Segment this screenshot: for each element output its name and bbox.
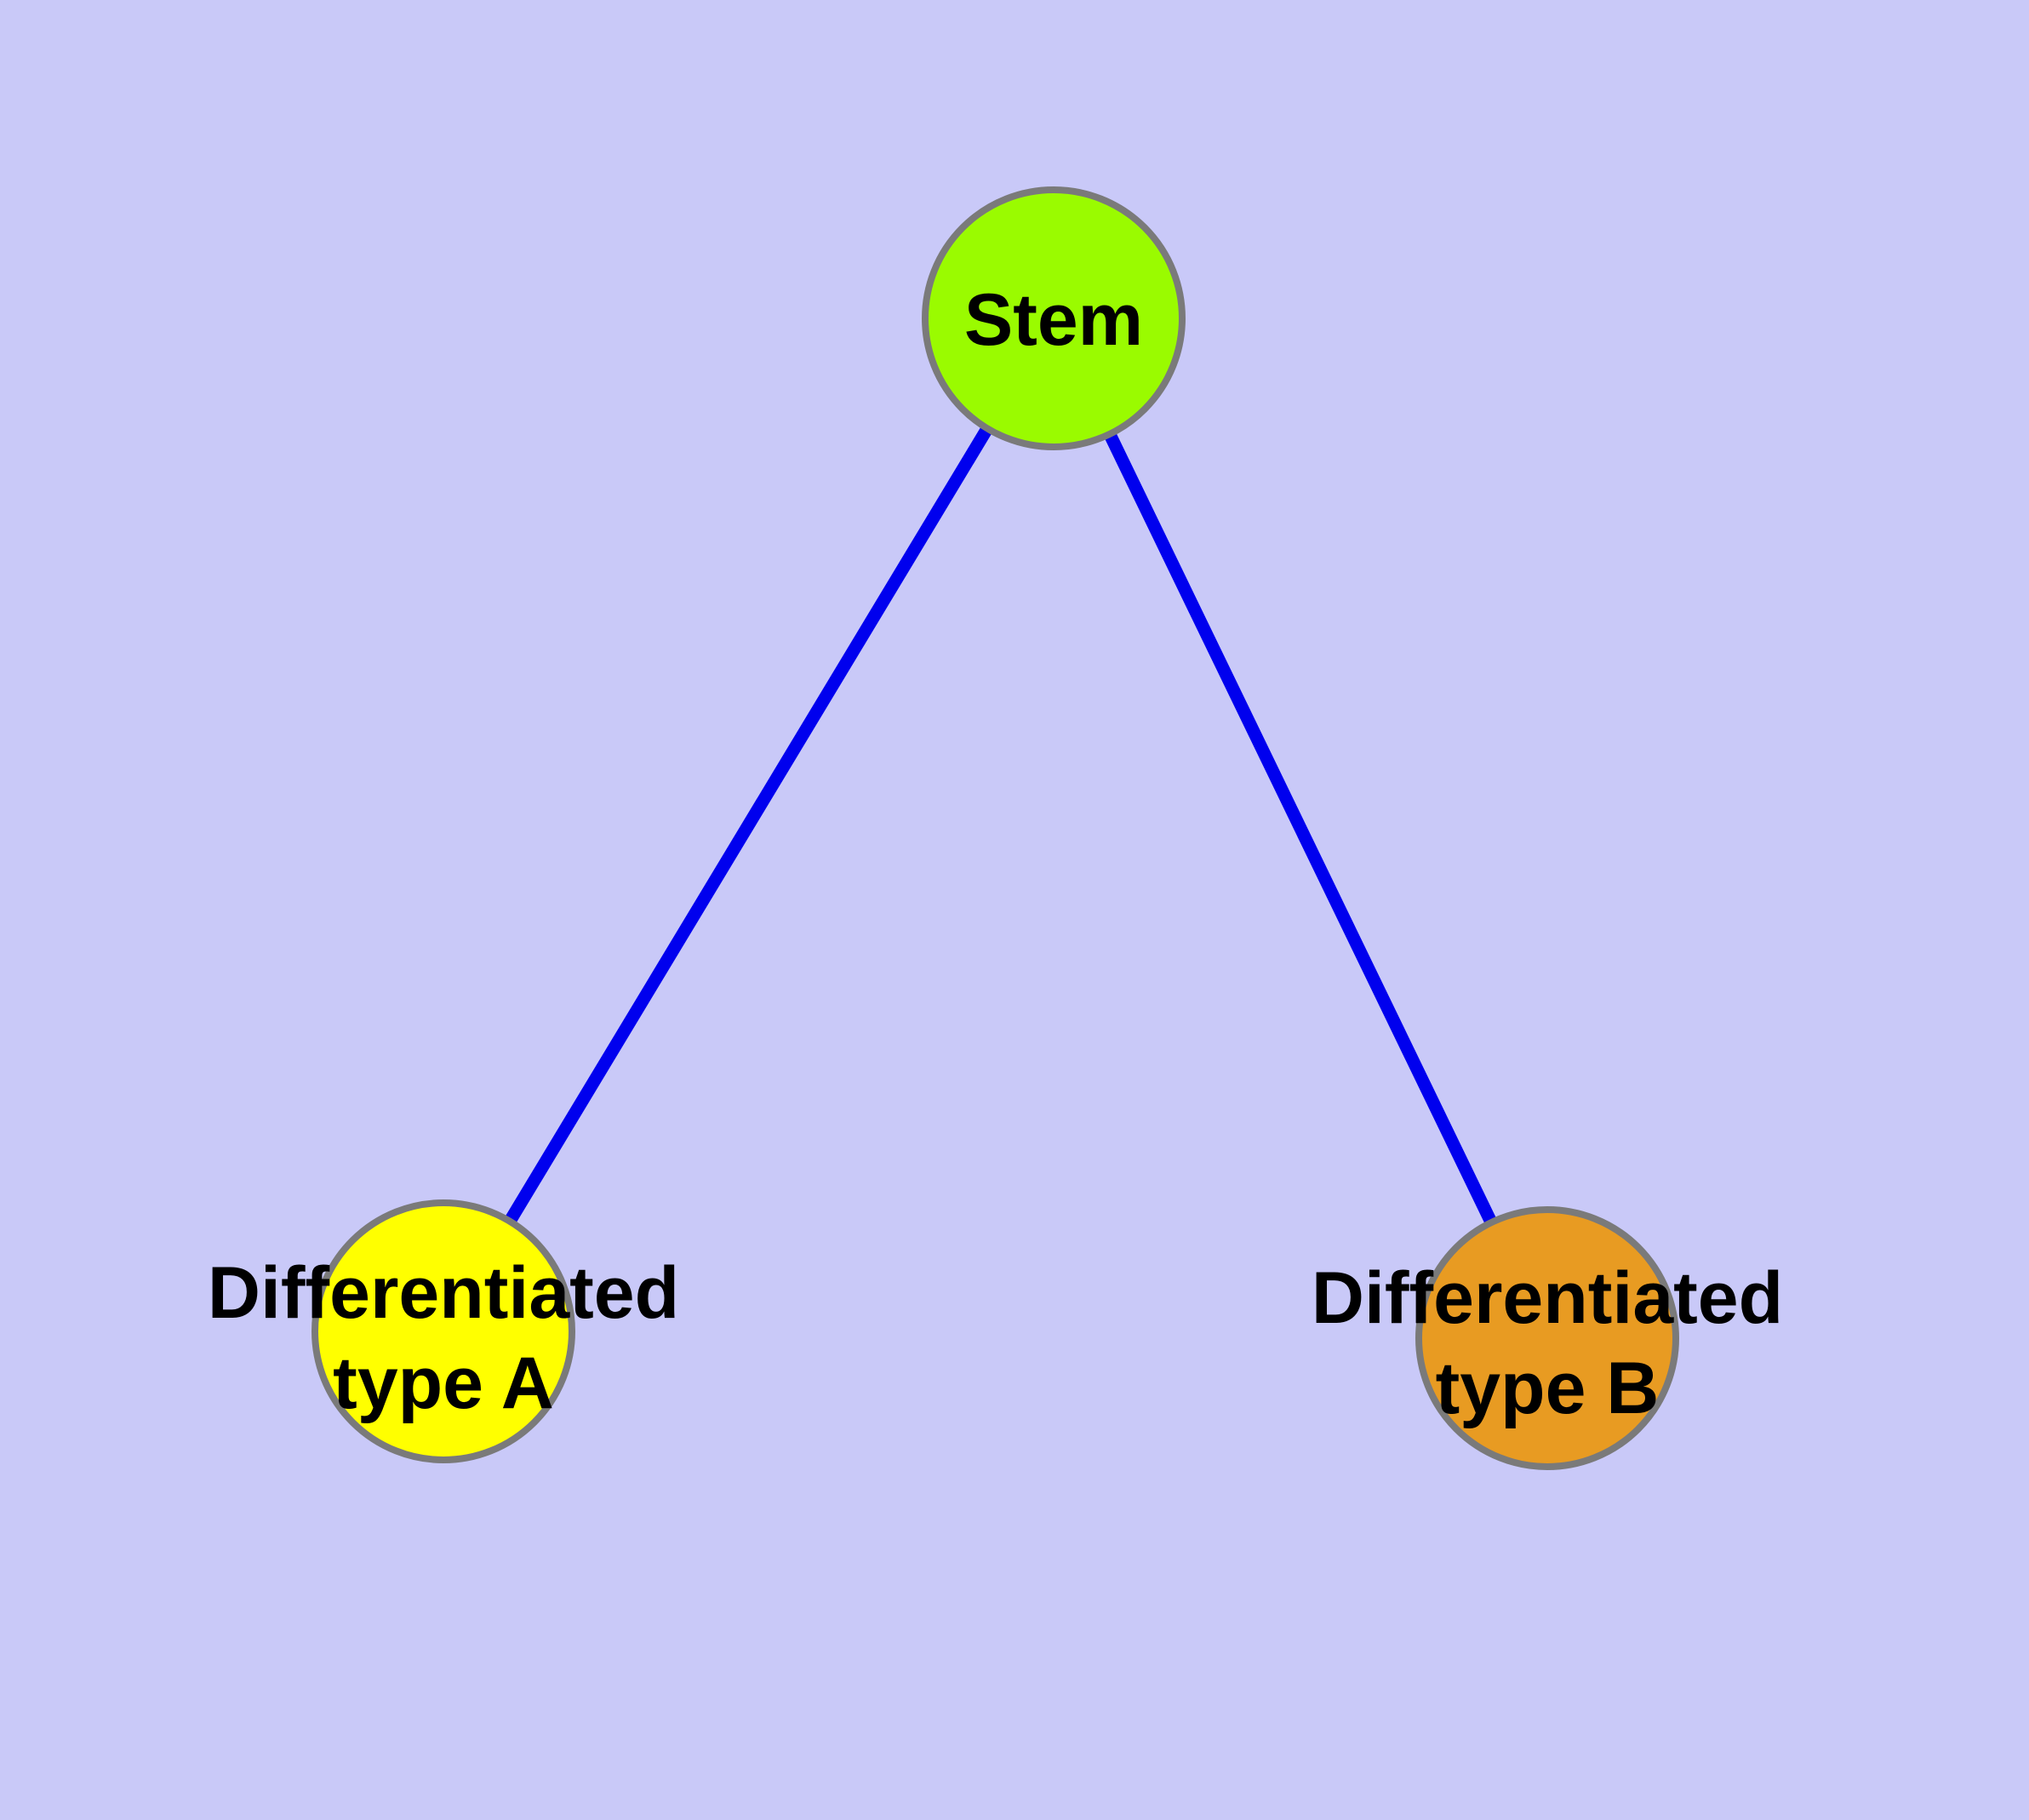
node-type-a-label: Differentiated type A	[208, 1248, 679, 1428]
node-stem-label-line: Stem	[963, 279, 1144, 361]
node-type-a-label-line2: type A	[333, 1342, 554, 1424]
node-type-a-label-line1: Differentiated	[207, 1252, 680, 1334]
edge-stem-to-type-b	[1047, 312, 1554, 1345]
node-type-a-circle	[311, 1199, 575, 1463]
node-type-b-label-line2: type B	[1435, 1348, 1660, 1429]
node-stem-label: Stem	[964, 275, 1143, 365]
node-type-b-label-line1: Differentiated	[1311, 1257, 1784, 1339]
edge-stem-to-type-a	[437, 312, 1060, 1338]
node-type-b-circle	[1415, 1206, 1679, 1470]
node-stem-circle	[922, 186, 1186, 450]
node-type-b-label: Differentiated type B	[1312, 1253, 1783, 1434]
